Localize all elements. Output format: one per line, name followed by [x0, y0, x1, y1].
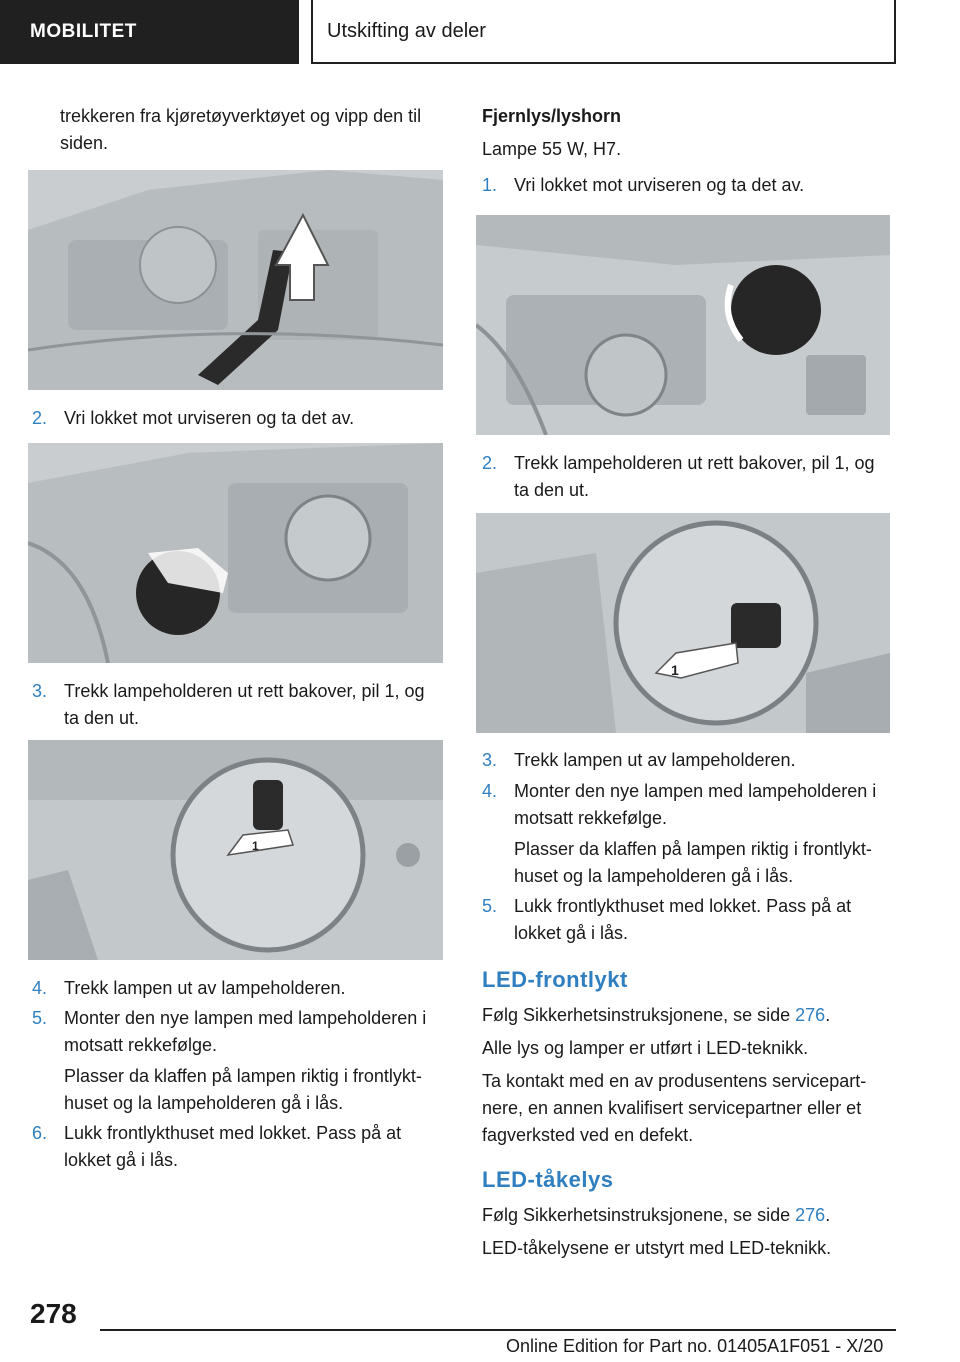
page-number: 278	[30, 1298, 77, 1329]
headlight-illustration-1	[28, 170, 443, 390]
step-number: 4.	[32, 978, 48, 998]
headlight-illustration-3: 1	[28, 740, 443, 960]
step-text: Trekk lampeholderen ut rett bakover, pil…	[64, 681, 425, 701]
step-number: 5.	[32, 1008, 48, 1028]
right-step-5-cont: lokket gå i lås.	[514, 923, 629, 943]
step-text: Trekk lampen ut av lampeholderen.	[64, 978, 346, 998]
led-foglight-safety: Følg Sikkerhetsinstruksjonene, se side 2…	[482, 1202, 830, 1229]
step-number: 3.	[32, 681, 48, 701]
left-note-line1: Plasser da klaffen på lampen riktig i fr…	[64, 1066, 422, 1086]
figure-pull-lampholder: 1	[28, 740, 443, 960]
left-step-6-cont: lokket gå i lås.	[64, 1150, 179, 1170]
step-text: Lukk frontlykthuset med lokket. Pass på …	[514, 896, 852, 916]
led-headlight-para-2: nere, en annen kvalifisert servicepartne…	[482, 1098, 862, 1118]
step-text: Trekk lampen ut av lampeholderen.	[514, 750, 796, 770]
footer-rule	[100, 1329, 896, 1331]
step-number: 4.	[482, 781, 498, 801]
step-text: Lukk frontlykthuset med lokket. Pass på …	[64, 1123, 402, 1143]
safety-text: Følg Sikkerhetsinstruksjonene, se side	[482, 1005, 796, 1025]
step-number: 1.	[482, 175, 498, 195]
led-headlight-para-1: Ta kontakt med en av produsentens servic…	[482, 1071, 867, 1091]
step-number: 2.	[32, 408, 48, 428]
step-text: Vri lokket mot urviseren og ta det av.	[514, 175, 805, 195]
figure-highbeam-cover	[476, 215, 890, 435]
headlight-illustration-2	[28, 443, 443, 663]
headlight-illustration-5: 1	[476, 513, 890, 733]
step-number: 3.	[482, 750, 498, 770]
intro-text-line1: trekkeren fra kjøretøyverktøyet og vipp …	[60, 106, 422, 126]
led-headlight-info: Alle lys og lamper er utført i LED-tekni…	[482, 1038, 809, 1058]
safety-text: Følg Sikkerhetsinstruksjonene, se side	[482, 1205, 796, 1225]
intro-text-line2: siden.	[60, 133, 109, 153]
figure-remove-cap-tool	[28, 170, 443, 390]
step-number: 5.	[482, 896, 498, 916]
led-foglight-heading: LED-tåkelys	[482, 1167, 614, 1192]
high-beam-heading: Fjernlys/lyshorn	[482, 106, 622, 126]
figure-remove-cover	[28, 443, 443, 663]
step-text: Monter den nye lampen med lampeholderen …	[64, 1008, 427, 1028]
figure-highbeam-lampholder: 1	[476, 513, 890, 733]
step-number: 6.	[32, 1123, 48, 1143]
led-headlight-heading: LED-frontlykt	[482, 967, 628, 992]
led-headlight-safety: Følg Sikkerhetsinstruksjonene, se side 2…	[482, 1002, 830, 1029]
section-title: Utskifting av deler	[311, 0, 896, 64]
left-step-3-cont: ta den ut.	[64, 708, 140, 728]
chapter-tab: MOBILITET	[0, 0, 299, 64]
step-text: Monter den nye lampen med lampeholderen …	[514, 781, 877, 801]
page-link-276[interactable]: 276	[795, 1005, 826, 1025]
left-note-line2: huset og la lampeholderen gå i lås.	[64, 1093, 344, 1113]
right-note-line2: huset og la lampeholderen gå i lås.	[514, 866, 794, 886]
page-link-276[interactable]: 276	[795, 1205, 826, 1225]
right-step-2-cont: ta den ut.	[514, 480, 590, 500]
figure-arrow-label: 1	[252, 839, 259, 853]
step-text: Trekk lampeholderen ut rett bakover, pil…	[514, 453, 875, 473]
led-headlight-para-3: fagverksted ved en defekt.	[482, 1125, 694, 1145]
right-note-line1: Plasser da klaffen på lampen riktig i fr…	[514, 839, 872, 859]
step-number: 2.	[482, 453, 498, 473]
safety-suffix: .	[825, 1205, 831, 1225]
safety-suffix: .	[825, 1005, 831, 1025]
led-foglight-info: LED-tåkelysene er utstyrt med LED-teknik…	[482, 1238, 832, 1258]
left-step-5-cont: motsatt rekkefølge.	[64, 1035, 218, 1055]
step-text: Vri lokket mot urviseren og ta det av.	[64, 408, 355, 428]
headlight-illustration-4	[476, 215, 890, 435]
lamp-spec: Lampe 55 W, H7.	[482, 139, 622, 159]
right-step-4-cont: motsatt rekkefølge.	[514, 808, 668, 828]
figure-arrow-label: 1	[671, 662, 679, 678]
footer-edition: Online Edition for Part no. 01405A1F051 …	[506, 1336, 884, 1356]
